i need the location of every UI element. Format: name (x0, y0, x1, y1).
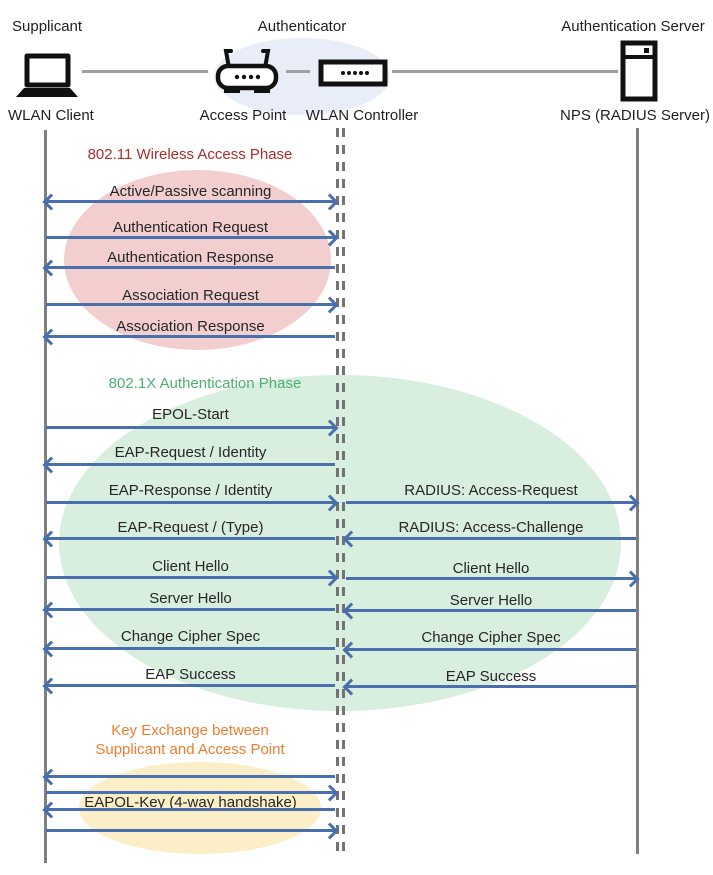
lifeline-wlan-client (44, 130, 47, 863)
msg-association-request-arrow (46, 303, 335, 306)
phase-title-authentication: 802.1X Authentication Phase (108, 375, 302, 392)
msg-key-handshake-4-arrow (46, 829, 335, 832)
wlan-controller-label: WLAN Controller (305, 107, 419, 124)
msg-eap-response-identity-label: EAP-Response / Identity (108, 482, 273, 499)
msg-radius-access-request-label: RADIUS: Access-Request (404, 482, 578, 499)
msg-eap-success-left-label: EAP Success (145, 666, 236, 683)
msg-authentication-request-label: Authentication Request (112, 219, 269, 236)
msg-eap-request-identity-arrow (46, 463, 335, 466)
msg-active-passive-scanning-label: Active/Passive scanning (109, 183, 272, 200)
msg-epol-start-arrow (46, 426, 335, 429)
msg-authentication-request-arrow (46, 236, 335, 239)
msg-association-response-arrow (46, 335, 335, 338)
msg-eap-request-identity-label: EAP-Request / Identity (114, 444, 267, 461)
msg-server-hello-right-arrow (346, 609, 636, 612)
msg-association-request-label: Association Request (122, 287, 259, 304)
server-tower-icon (620, 40, 658, 102)
msg-eap-success-left-arrow (46, 684, 335, 687)
phase-title-key-exchange-line2: Supplicant and Access Point (95, 741, 285, 758)
laptop-icon (16, 53, 78, 97)
msg-eap-request-type-arrow (46, 537, 335, 540)
access-point-label: Access Point (199, 107, 287, 124)
msg-eap-response-identity-arrow (46, 501, 335, 504)
msg-change-cipher-spec-right-label: Change Cipher Spec (421, 629, 561, 646)
connector-ap-to-controller (286, 70, 310, 73)
msg-client-hello-right-arrow (346, 577, 636, 580)
msg-active-passive-scanning-arrow (46, 200, 335, 203)
phase-title-wireless-access: 802.11 Wireless Access Phase (87, 146, 293, 163)
wlan-controller-icon (318, 59, 388, 87)
msg-client-hello-left-arrow (46, 576, 335, 579)
phase-title-key-exchange: Key Exchange between Supplicant and Acce… (70, 721, 310, 759)
authentication-server-role-label: Authentication Server (561, 18, 705, 35)
msg-server-hello-left-label: Server Hello (149, 590, 232, 607)
msg-eap-success-right-arrow (346, 685, 636, 688)
lifeline-radius-server (636, 128, 639, 854)
connector-controller-to-server (392, 70, 618, 73)
msg-change-cipher-spec-left-arrow (46, 647, 335, 650)
wlan-client-label: WLAN Client (8, 107, 94, 124)
lifeline-dashed-right (342, 128, 345, 852)
msg-key-handshake-2-arrow (46, 791, 335, 794)
msg-eap-request-type-label: EAP-Request / (Type) (117, 519, 264, 536)
msg-radius-access-challenge-label: RADIUS: Access-Challenge (398, 519, 584, 536)
access-point-icon (215, 49, 279, 93)
msg-client-hello-left-label: Client Hello (152, 558, 229, 575)
msg-radius-access-challenge-arrow (346, 537, 636, 540)
connector-client-to-ap (82, 70, 208, 73)
msg-server-hello-left-arrow (46, 608, 335, 611)
msg-epol-start-label: EPOL-Start (152, 406, 229, 423)
msg-eapol-key-label: EAPOL-Key (4-way handshake) (84, 794, 297, 811)
authenticator-role-label: Authenticator (257, 18, 347, 35)
msg-server-hello-right-label: Server Hello (449, 592, 533, 609)
msg-association-response-label: Association Response (116, 318, 265, 335)
lifeline-dashed-left (336, 128, 339, 852)
msg-authentication-response-arrow (46, 266, 335, 269)
phase-title-key-exchange-line1: Key Exchange between (111, 722, 269, 739)
msg-key-handshake-1-arrow (46, 775, 335, 778)
msg-change-cipher-spec-left-label: Change Cipher Spec (120, 628, 261, 645)
msg-client-hello-right-label: Client Hello (452, 560, 530, 577)
msg-authentication-response-label: Authentication Response (107, 249, 274, 266)
msg-change-cipher-spec-right-arrow (346, 648, 636, 651)
supplicant-role-label: Supplicant (12, 18, 83, 35)
msg-key-handshake-3-arrow (46, 808, 335, 811)
msg-eap-success-right-label: EAP Success (445, 668, 537, 685)
authentication-phase-ellipse (59, 375, 621, 711)
nps-radius-server-label: NPS (RADIUS Server) (559, 107, 711, 124)
msg-radius-access-request-arrow (346, 501, 636, 504)
